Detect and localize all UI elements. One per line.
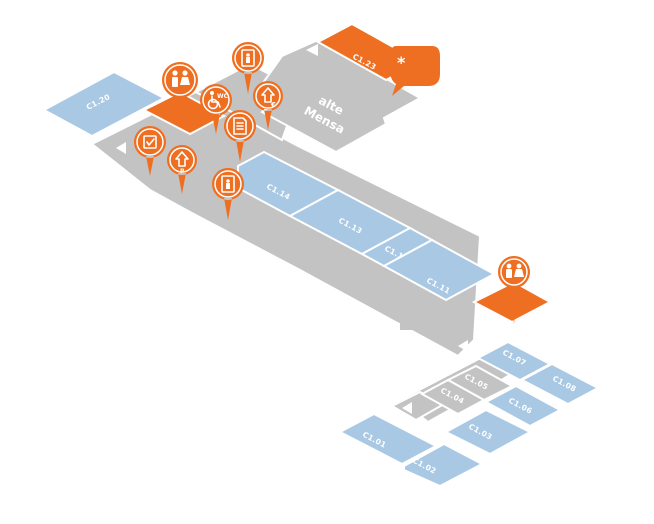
wheelchair-icon [207,91,221,110]
asterisk-icon: * [397,53,406,72]
area-alte-mensa[interactable]: alte Mensa [256,38,423,154]
pin-toilets-north[interactable] [161,62,198,118]
elevator-icon [221,175,235,193]
pin-document[interactable] [223,110,256,162]
pin-accessible-wc[interactable]: WC [199,84,232,134]
room-c1-20[interactable]: C1.20 [41,70,167,138]
toilet-people-icon [172,70,190,87]
euro-label: € [270,101,276,109]
wc-label: WC [217,93,229,100]
pin-info-bubble[interactable]: * [390,46,440,96]
room-c1-08[interactable]: C1.08 [519,362,601,406]
room-c1-02[interactable]: C1.02 [403,442,485,488]
arrow-up-icon [175,151,189,167]
pin-toilets-east[interactable] [497,256,530,324]
entrance-marker [160,188,178,194]
pin-atm[interactable]: € [252,81,283,130]
stair-icon [402,402,412,414]
room-toilets-north[interactable] [141,90,227,136]
pin-elevator-north[interactable] [231,42,264,94]
checkbox-icon [143,135,157,149]
stair-icon [458,340,468,352]
stair-icon [116,142,126,154]
stair-icon [306,44,318,56]
room-c1-03[interactable]: C1.03 [443,408,533,456]
arrow-up-icon [261,87,275,103]
entrance-marker [400,322,418,330]
parking-label: P [180,168,185,175]
elevator-icon [241,49,255,67]
room-c1-01[interactable]: C1.01 [337,412,439,466]
room-c1-06[interactable]: C1.06 [483,384,563,428]
room-c1-04[interactable]: C1.04 [419,378,487,416]
pin-elevator-center[interactable] [211,168,244,220]
toilet-people-icon [506,263,524,278]
pin-parking[interactable]: P [166,145,197,194]
room-c1-11[interactable]: C1.11 [381,238,497,302]
document-icon [233,117,247,135]
pin-checkbox[interactable] [133,126,166,176]
